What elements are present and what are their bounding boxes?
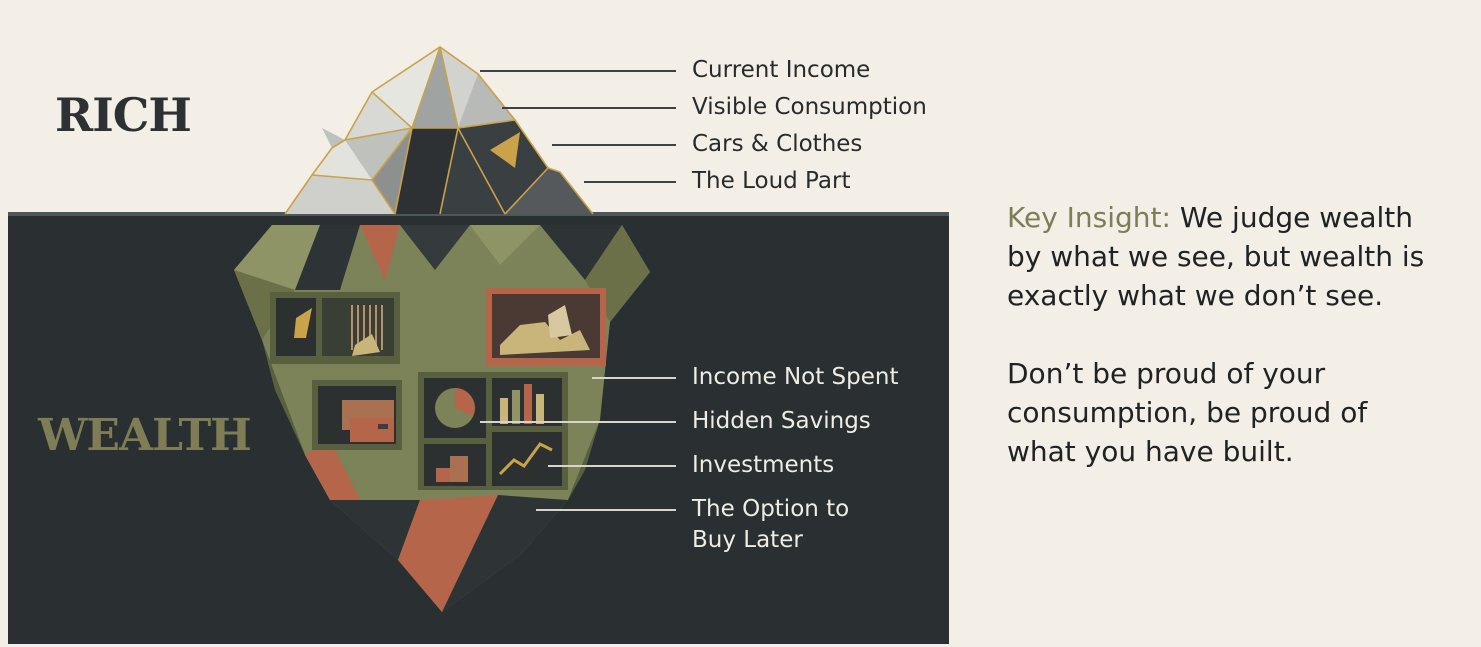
leader-loud-part (584, 181, 676, 183)
heading-rich: RICH (55, 88, 192, 142)
label-investments: Investments (692, 452, 835, 478)
leader-income-not-spent (592, 377, 676, 379)
label-option-to: The Option to (692, 496, 850, 522)
lesson-text: Don’t be proud of your consumption, be p… (1007, 354, 1462, 471)
label-current-income: Current Income (692, 57, 871, 83)
pie-chart-icon (435, 388, 475, 428)
heading-wealth: WEALTH (38, 410, 252, 461)
label-income-not-spent: Income Not Spent (692, 364, 899, 390)
gold-lined-tip (284, 46, 594, 215)
leader-visible-consumption (502, 107, 676, 109)
key-insight: Key Insight: We judge wealth by what we … (1007, 198, 1462, 315)
label-loud-part: The Loud Part (692, 168, 851, 194)
insight-line-1-rest: We judge wealth (1170, 201, 1414, 234)
leader-investments (548, 465, 676, 467)
label-buy-later: Buy Later (692, 527, 803, 553)
label-visible-consumption: Visible Consumption (692, 94, 927, 120)
leader-cars-clothes (552, 144, 676, 146)
trend-chart-icon (492, 432, 562, 486)
lesson-line-3: what you have built. (1007, 435, 1294, 468)
submerged-iceberg (234, 225, 650, 612)
insight-line-3: exactly what we don’t see. (1007, 279, 1384, 312)
lesson-line-2: consumption, be proud of (1007, 396, 1368, 429)
leader-hidden-savings (480, 421, 676, 423)
iceberg-illustration (234, 46, 650, 612)
leader-option-buy-later (536, 509, 676, 511)
leader-current-income (480, 70, 676, 72)
label-hidden-savings: Hidden Savings (692, 408, 871, 434)
insight-line-2: by what we see, but wealth is (1007, 240, 1425, 273)
insight-line-1: Key Insight: We judge wealth (1007, 198, 1462, 237)
label-cars-clothes: Cars & Clothes (692, 131, 863, 157)
hidden-vault-shelves (270, 292, 402, 450)
insight-kicker: Key Insight: (1007, 201, 1171, 234)
lesson-line-1: Don’t be proud of your (1007, 357, 1326, 390)
